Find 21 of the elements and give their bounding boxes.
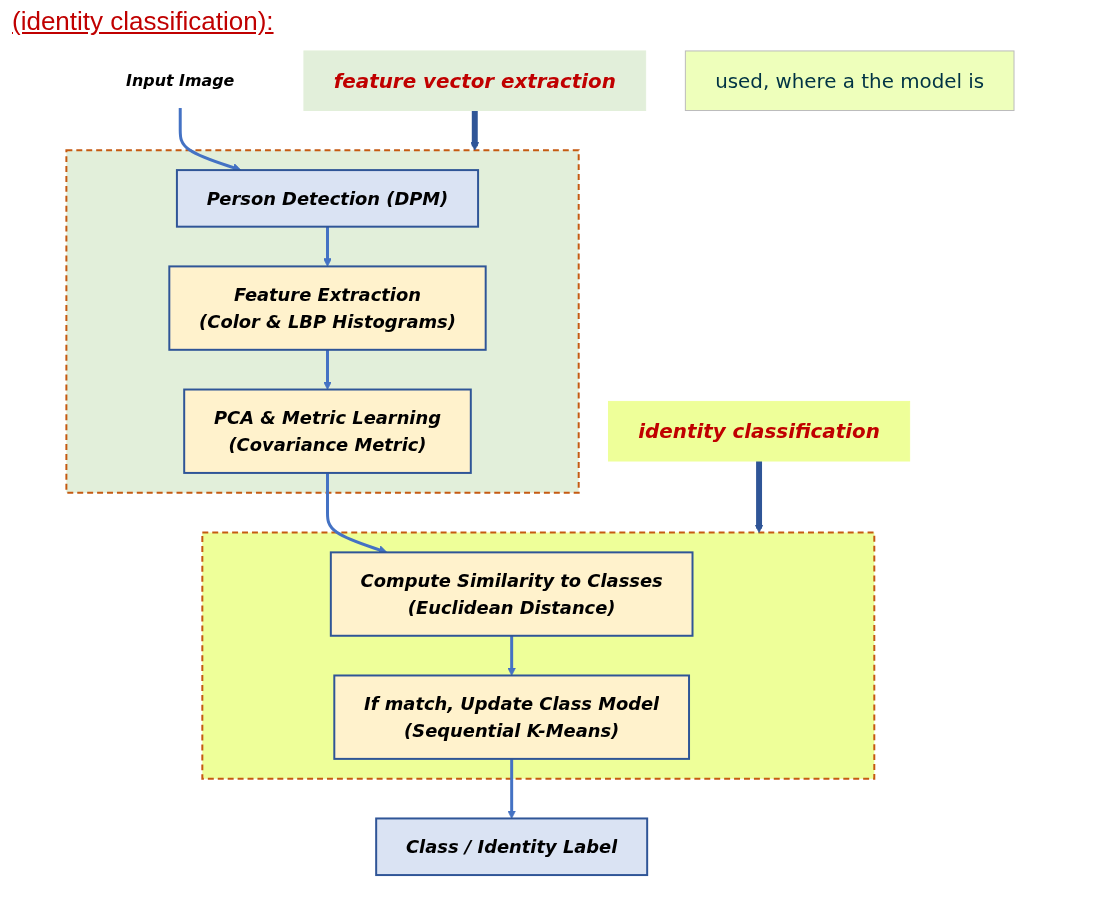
arrow [754, 461, 764, 533]
heading-text: (identity classification): [12, 6, 275, 37]
arrow [470, 110, 479, 151]
node-box: If match, Update Class Model (Sequential K-Means) [333, 674, 690, 760]
cluster [65, 149, 580, 494]
arrow [507, 635, 516, 676]
arrow [507, 758, 516, 819]
arrow [322, 349, 332, 390]
node-box: Compute Similarity to Classes (Euclidean Distance) [329, 551, 694, 637]
cluster [201, 531, 876, 780]
node-box: feature vector extraction [303, 50, 646, 111]
node-box: Class / Identity Label [374, 817, 648, 877]
node-box: Person Detection (DPM) [175, 169, 479, 228]
arrow [322, 226, 332, 267]
node-box: PCA & Metric Learning (Covariance Metric) [183, 388, 472, 474]
node-box: used, where a the model is [684, 50, 1015, 111]
node-text: Input Image [125, 70, 235, 90]
node-box: identity classification [607, 400, 910, 462]
arrow [178, 107, 242, 172]
arrow [325, 472, 388, 554]
node-box: Feature Extraction (Color & LBP Histograms) [168, 265, 487, 351]
